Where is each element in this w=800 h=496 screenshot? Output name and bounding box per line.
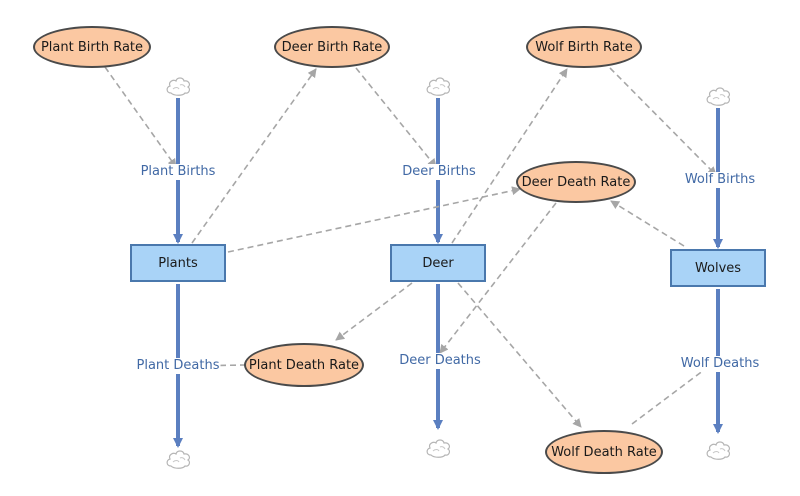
variable-wolf-birth-rate-label: Wolf Birth Rate [535,39,633,55]
plant-source-cloud-icon [166,77,191,96]
link-plant-birth-rate-to-plant-births [104,66,177,168]
variable-plant-birth-rate-label: Plant Birth Rate [40,39,144,55]
link-deer-death-rate-to-deer-deaths [439,202,557,354]
flow-label-deer-deaths: Deer Deaths [398,353,482,369]
stock-deer-label: Deer [422,255,454,271]
stock-plants-label: Plants [158,255,198,271]
stock-wolves[interactable]: Wolves [670,249,766,287]
stock-plants[interactable]: Plants [130,244,226,282]
link-deer-to-wolf-birth-rate [451,68,568,244]
link-deer-to-wolf-death-rate [457,282,582,428]
variable-deer-birth-rate[interactable]: Deer Birth Rate [274,26,390,68]
variable-plant-death-rate-label: Plant Death Rate [248,357,360,373]
stock-wolves-label: Wolves [694,260,742,276]
variable-deer-death-rate-label: Deer Death Rate [521,174,631,190]
variable-wolf-death-rate[interactable]: Wolf Death Rate [545,430,663,474]
variable-wolf-birth-rate[interactable]: Wolf Birth Rate [526,26,642,68]
variable-deer-death-rate[interactable]: Deer Death Rate [516,161,636,203]
variable-plant-birth-rate[interactable]: Plant Birth Rate [33,26,151,68]
link-wolf-birth-rate-to-wolf-births [609,67,717,176]
deer-source-cloud-icon [426,77,451,96]
link-wolves-to-deer-death-rate [610,200,685,247]
stock-deer[interactable]: Deer [390,244,486,282]
link-deer-birth-rate-to-deer-births [355,67,437,168]
variable-wolf-death-rate-label: Wolf Death Rate [551,444,657,460]
wolf-source-cloud-icon [706,87,731,106]
flow-label-plant-deaths: Plant Deaths [135,358,221,374]
deer-sink-cloud-icon [426,439,451,458]
flow-label-plant-births: Plant Births [139,164,217,180]
flow-label-wolf-deaths: Wolf Deaths [679,356,761,372]
link-deer-to-plant-death-rate [335,282,413,341]
link-plants-to-deer-death-rate [227,186,521,253]
flow-label-wolf-births: Wolf Births [683,172,757,188]
link-plants-to-deer-birth-rate [191,68,317,244]
variable-plant-death-rate[interactable]: Plant Death Rate [244,343,364,387]
flow-label-deer-births: Deer Births [401,164,477,180]
variable-deer-birth-rate-label: Deer Birth Rate [281,39,383,55]
plant-sink-cloud-icon [166,450,191,469]
link-wolf-death-rate-to-wolf-deaths [631,360,717,425]
wolf-sink-cloud-icon [706,441,731,460]
